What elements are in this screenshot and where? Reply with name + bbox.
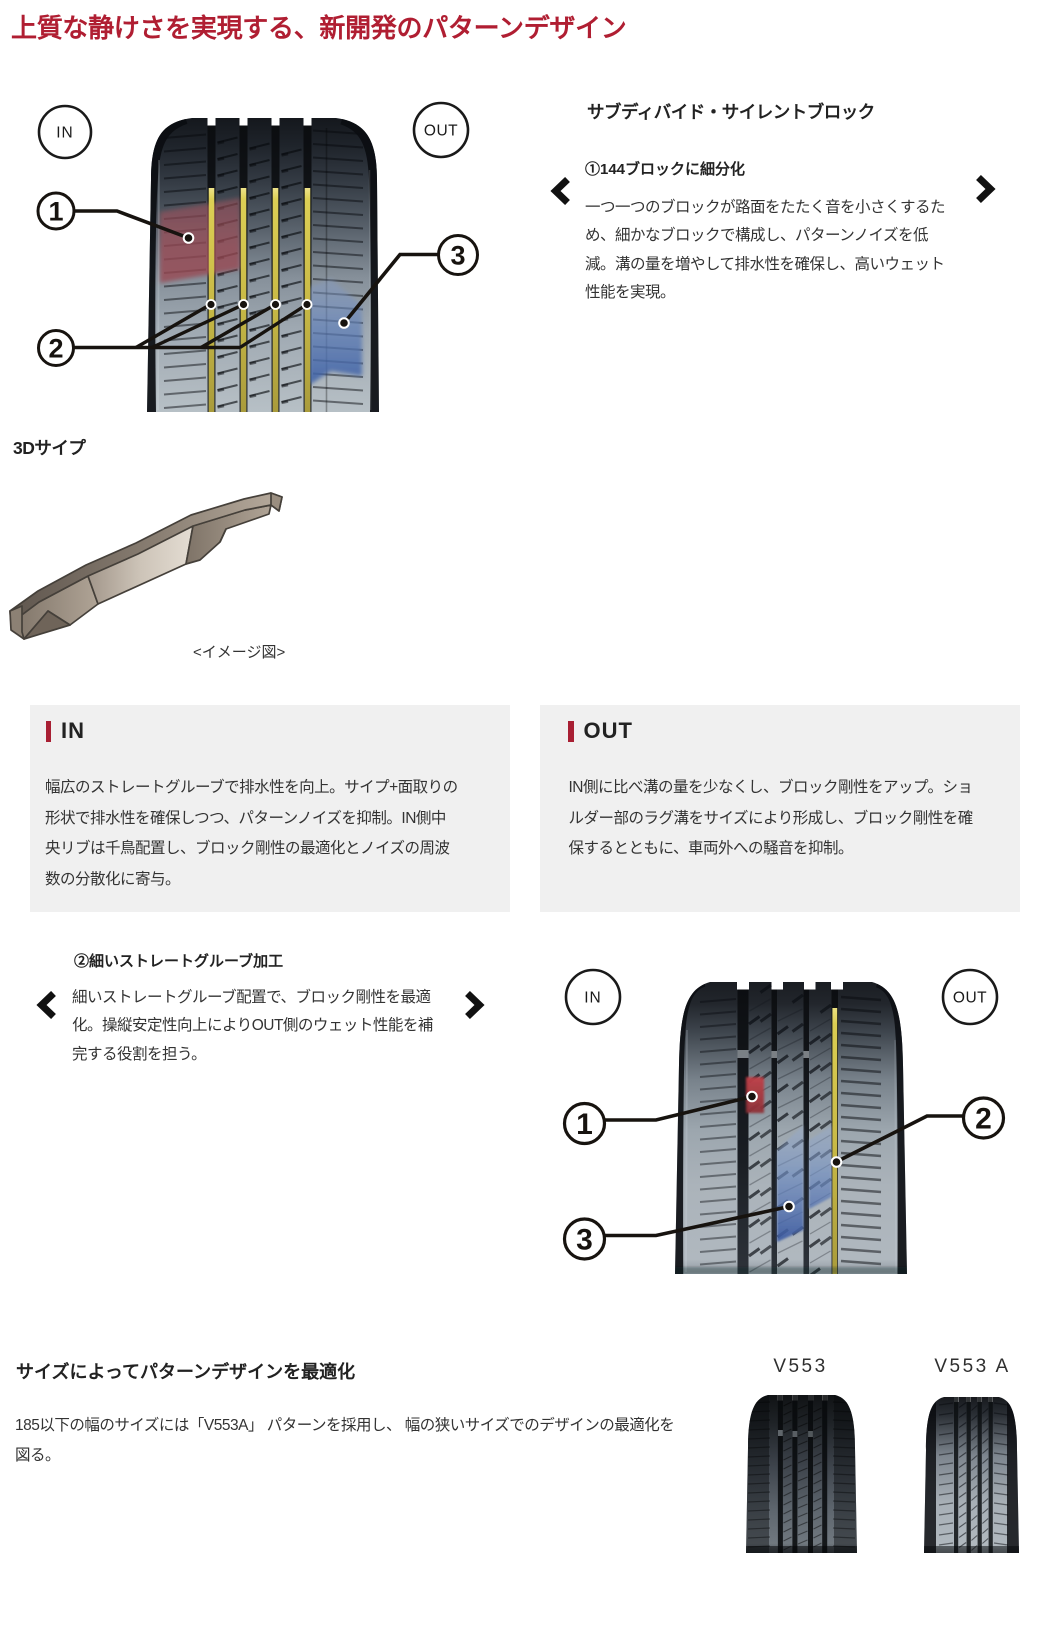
- tire1-in-label: IN: [56, 125, 74, 142]
- tire-diagram-1: IN OUT 1 2 3: [36, 101, 479, 412]
- slide2-body: 細いストレートグルーブ配置で、ブロック剛性を最適 化。操縦安定性向上によりOUT…: [72, 989, 433, 1063]
- tire2-wear-marks: [737, 1050, 809, 1058]
- slide1-subheading: ①144ブロックに細分化: [585, 161, 746, 178]
- tire2-callout-2-dot: [830, 1156, 843, 1168]
- v553a-thumbnail: [924, 1397, 1019, 1553]
- tire1-out-badge: OUT: [412, 101, 470, 159]
- tire1-callout-3-num: 3: [450, 241, 465, 271]
- tire2-in-badge: IN: [564, 968, 622, 1026]
- tire1-callout-1-num: 1: [48, 197, 63, 227]
- tire2-callout-1: [604, 1095, 751, 1122]
- tire1-callout-3: [343, 252, 438, 324]
- tire1-callout-2-badge: 2: [37, 329, 75, 367]
- out-box-body: IN側に比べ溝の量を少なくし、ブロック剛性をアップ。ショ ルダー部のラグ溝をサイ…: [568, 779, 974, 857]
- tire1-callout-2-dots: [205, 299, 313, 310]
- tire2-callout-2-badge: 2: [961, 1096, 1006, 1140]
- tire2-callout-2-num: 2: [975, 1103, 992, 1136]
- sipe-caption: <イメージ図>: [193, 644, 286, 661]
- tire1-callout-3-badge: 3: [437, 234, 479, 276]
- tire2-callout-2: [837, 1114, 963, 1163]
- variant-thumbnails: [746, 1395, 1019, 1553]
- in-feature-box: IN 幅広のストレートグルーブで排水性を向上。サイプ+面取りの 形状で排水性を確…: [30, 705, 510, 912]
- tire1-callout-2: [72, 303, 307, 350]
- tire2-callout-3-dot: [783, 1200, 795, 1213]
- tire1-red-highlight: [160, 198, 240, 283]
- slide1-next-button[interactable]: [974, 175, 996, 203]
- in-box-body: 幅広のストレートグルーブで排水性を向上。サイプ+面取りの 形状で排水性を確保しつ…: [45, 779, 458, 888]
- tire1-in-badge: IN: [37, 104, 93, 160]
- out-feature-box: OUT IN側に比べ溝の量を少なくし、ブロック剛性をアップ。ショ ルダー部のラグ…: [540, 705, 1020, 912]
- slide1-prev-button[interactable]: [550, 177, 572, 205]
- tire-diagram-2: IN OUT 1 2 3: [562, 968, 1006, 1274]
- out-box-accent-bar: [568, 720, 574, 742]
- tire1-callout-1-badge: 1: [36, 191, 76, 231]
- sipe-heading: 3Dサイプ: [13, 438, 86, 458]
- tire1-blue-highlight: [309, 278, 362, 385]
- in-box-label: IN: [61, 718, 85, 743]
- tire2-callout-1-badge: 1: [562, 1101, 607, 1146]
- tire1-callout-3-dot: [338, 317, 350, 329]
- tire2-callout-3-num: 3: [576, 1224, 593, 1257]
- slide1-heading: サブディバイド・サイレントブロック: [587, 102, 875, 122]
- tire2-yellow-groove: [832, 1008, 838, 1274]
- variant-label-v553: V553: [773, 1356, 828, 1377]
- tire2-callout-3: [604, 1205, 788, 1238]
- in-box-accent-bar: [45, 720, 51, 742]
- slide2-next-button[interactable]: [463, 991, 485, 1019]
- tire2-in-label: IN: [584, 990, 602, 1007]
- tire2-callout-1-dot: [746, 1090, 758, 1103]
- bottom-heading: サイズによってパターンデザインを最適化: [16, 1362, 356, 1382]
- tire2-callout-3-badge: 3: [562, 1217, 607, 1261]
- slide1-body: 一つ一つのブロックが路面をたたく音を小さくするた め、細かなブロックで構成し、パ…: [585, 199, 946, 301]
- tire1-callout-2-num: 2: [48, 334, 63, 364]
- tire1-callout-1: [74, 209, 187, 239]
- slide2-prev-button[interactable]: [36, 991, 58, 1019]
- page-title: 上質な静けさを実現する、新開発のパターンデザイン: [11, 13, 627, 43]
- sipe-illustration: [9, 492, 283, 640]
- tire1-callout-1-dot: [182, 232, 195, 244]
- variant-label-v553a: V553 A: [934, 1356, 1011, 1377]
- tire2-out-label: OUT: [953, 990, 987, 1007]
- tire2-callout-1-num: 1: [576, 1108, 593, 1141]
- out-box-label: OUT: [583, 718, 633, 743]
- tire1-out-label: OUT: [424, 123, 458, 140]
- v553-thumbnail: [746, 1395, 857, 1553]
- tire2-blue-highlight: [777, 1125, 832, 1242]
- tire2-out-badge: OUT: [941, 968, 999, 1026]
- bottom-body: 185以下の幅のサイズには「V553A」 パターンを採用し、 幅の狭いサイズでの…: [15, 1417, 675, 1464]
- slide2-subheading: ②細いストレートグルーブ加工: [74, 953, 284, 970]
